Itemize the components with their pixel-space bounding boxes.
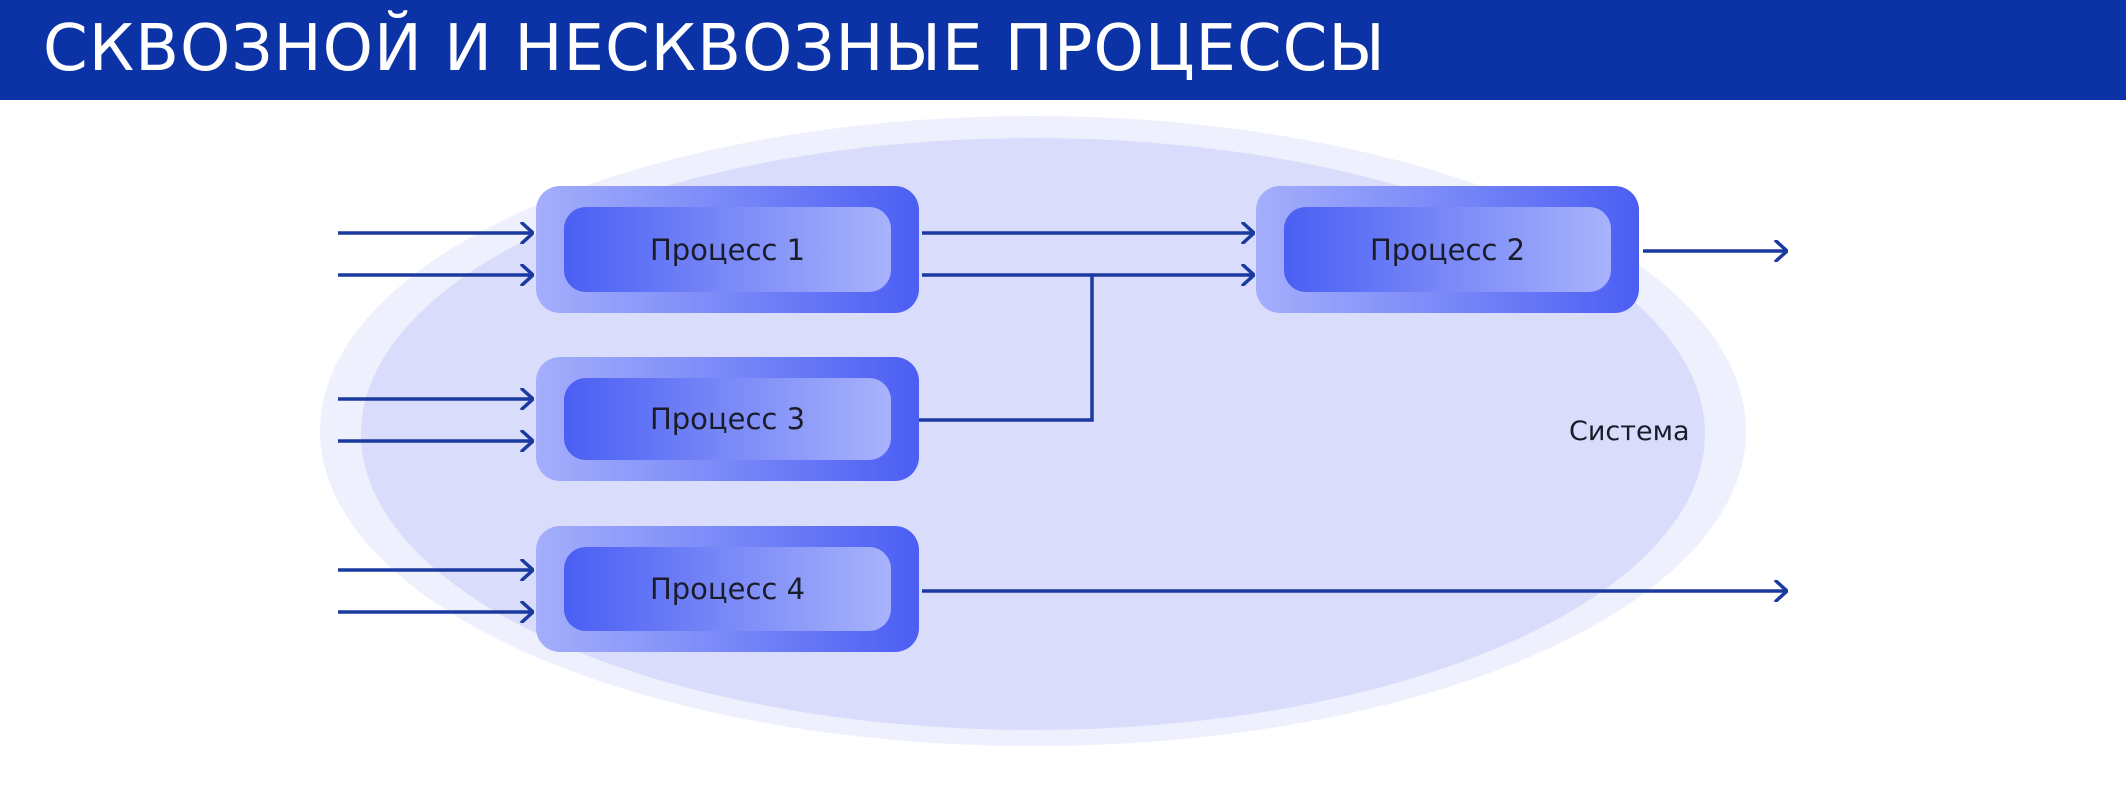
connector-p3-to-p2 <box>919 275 1094 422</box>
system-label: Система <box>1569 416 1690 447</box>
process-4-box[interactable]: Процесс 4 <box>536 526 919 652</box>
process-3-label: Процесс 3 <box>564 378 891 460</box>
process-3-box[interactable]: Процесс 3 <box>536 357 919 481</box>
process-2-label: Процесс 2 <box>1284 207 1611 292</box>
process-1-label: Процесс 1 <box>564 207 891 292</box>
process-4-label: Процесс 4 <box>564 547 891 631</box>
process-1-box[interactable]: Процесс 1 <box>536 186 919 313</box>
process-2-box[interactable]: Процесс 2 <box>1256 186 1639 313</box>
header-bar: СКВОЗНОЙ И НЕСКВОЗНЫЕ ПРОЦЕССЫ <box>0 0 2126 100</box>
page-title: СКВОЗНОЙ И НЕСКВОЗНЫЕ ПРОЦЕССЫ <box>43 12 1386 86</box>
